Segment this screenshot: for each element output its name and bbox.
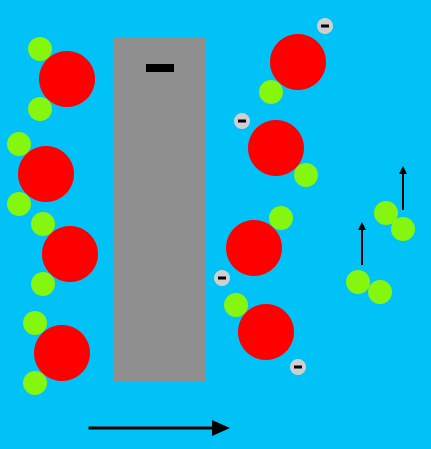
hydrogen-atom [7, 132, 31, 156]
hydrogen-atom [391, 217, 415, 241]
water-molecule-left-3 [31, 212, 98, 296]
hydrogen-atom [31, 272, 55, 296]
hydrogen-atom [294, 163, 318, 187]
electron-sign [294, 365, 302, 369]
electrode [113, 37, 205, 381]
hydrogen-atom [368, 280, 392, 304]
oxygen-atom [39, 51, 95, 107]
electron-sign [321, 24, 329, 28]
hydrogen-atom [346, 270, 370, 294]
electron-3 [214, 270, 230, 286]
electron-2 [234, 113, 250, 129]
oxygen-atom [238, 304, 294, 360]
hydrogen-molecule-1 [346, 270, 392, 304]
hydrogen-atom [7, 192, 31, 216]
hydrogen-atom [28, 37, 52, 61]
oxygen-atom [18, 146, 74, 202]
water-molecule-left-2 [7, 132, 74, 216]
electrode-negative-sign [146, 64, 174, 72]
water-molecule-left-1 [28, 37, 95, 121]
water-molecule-right-2 [248, 120, 318, 187]
water-molecule-right-3 [226, 206, 293, 276]
hydrogen-atom [269, 206, 293, 230]
hydrogen-atom [31, 212, 55, 236]
electron-1 [317, 18, 333, 34]
hydrogen-atom [23, 311, 47, 335]
water-molecule-left-4 [23, 311, 90, 395]
water-molecule-right-4 [224, 293, 294, 360]
oxygen-atom [42, 226, 98, 282]
hydrogen-atom [374, 201, 398, 225]
hydrogen-molecule-2 [374, 201, 415, 241]
hydrogen-atom [28, 97, 52, 121]
hydrogen-atom [23, 371, 47, 395]
electron-sign [218, 276, 226, 280]
electron-sign [238, 119, 246, 123]
hydrogen-atom [224, 293, 248, 317]
oxygen-atom [34, 325, 90, 381]
oxygen-atom [226, 220, 282, 276]
oxygen-atom [248, 120, 304, 176]
water-molecule-right-1 [259, 34, 326, 104]
oxygen-atom [270, 34, 326, 90]
hydrogen-atom [259, 80, 283, 104]
electron-4 [290, 359, 306, 375]
